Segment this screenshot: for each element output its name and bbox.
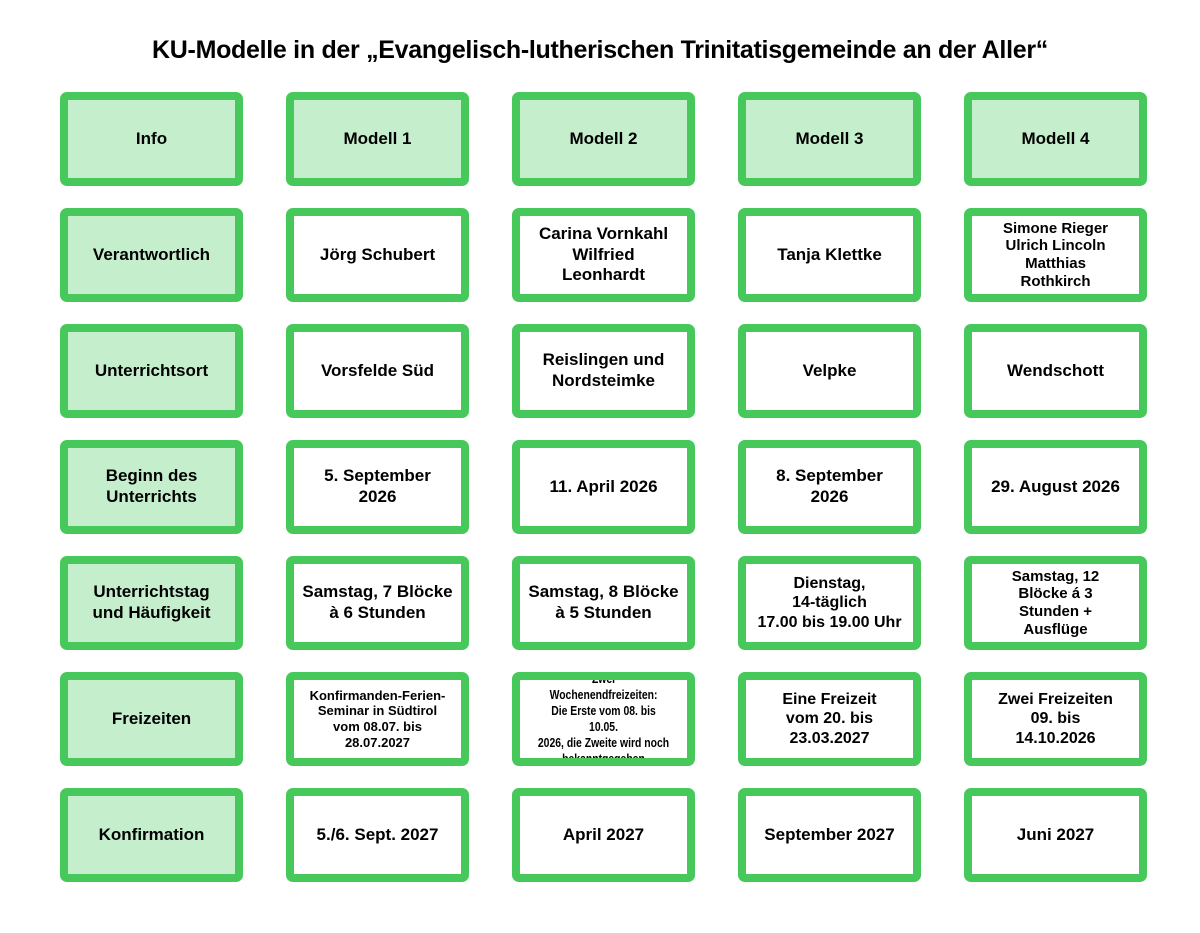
cell-unterrichtstag-m4: Samstag, 12 Blöcke á 3 Stunden + Ausflüg… bbox=[964, 556, 1147, 650]
cell-beginn-m1: 5. September 2026 bbox=[286, 440, 469, 534]
cell-beginn-m2: 11. April 2026 bbox=[512, 440, 695, 534]
cell-unterrichtstag-m2: Samstag, 8 Blöcke à 5 Stunden bbox=[512, 556, 695, 650]
cell-modell-1-header: Modell 1 bbox=[286, 92, 469, 186]
cell-freizeiten-label: Freizeiten bbox=[60, 672, 243, 766]
cell-verantwortlich-m3: Tanja Klettke bbox=[738, 208, 921, 302]
cell-freizeiten-m3: Eine Freizeit vom 20. bis 23.03.2027 bbox=[738, 672, 921, 766]
cell-modell-2-header: Modell 2 bbox=[512, 92, 695, 186]
cell-konfirmation-label: Konfirmation bbox=[60, 788, 243, 882]
cell-unterrichtstag-m3: Dienstag, 14-täglich 17.00 bis 19.00 Uhr bbox=[738, 556, 921, 650]
cell-unterrichtsort-m2: Reislingen und Nordsteimke bbox=[512, 324, 695, 418]
cell-unterrichtsort-m4: Wendschott bbox=[964, 324, 1147, 418]
cell-beginn-m3: 8. September 2026 bbox=[738, 440, 921, 534]
cell-unterrichtsort-label: Unterrichtsort bbox=[60, 324, 243, 418]
cell-konfirmation-m2: April 2027 bbox=[512, 788, 695, 882]
cell-freizeiten-m1: Konfirmanden-Ferien- Seminar in Südtirol… bbox=[286, 672, 469, 766]
cell-modell-4-header: Modell 4 bbox=[964, 92, 1147, 186]
cell-verantwortlich-m1: Jörg Schubert bbox=[286, 208, 469, 302]
cell-konfirmation-m1: 5./6. Sept. 2027 bbox=[286, 788, 469, 882]
ku-modelle-table: Info Modell 1 Modell 2 Modell 3 Modell 4… bbox=[60, 92, 1147, 882]
cell-freizeiten-m2-text: Zwei Wochenendfreizeiten: Die Erste vom … bbox=[537, 672, 670, 766]
cell-verantwortlich-m4: Simone Rieger Ulrich Lincoln Matthias Ro… bbox=[964, 208, 1147, 302]
cell-verantwortlich-label: Verantwortlich bbox=[60, 208, 243, 302]
page-title: KU-Modelle in der „Evangelisch-lutherisc… bbox=[152, 36, 1048, 64]
cell-freizeiten-m4: Zwei Freizeiten 09. bis 14.10.2026 bbox=[964, 672, 1147, 766]
cell-unterrichtsort-m3: Velpke bbox=[738, 324, 921, 418]
cell-unterrichtstag-m1: Samstag, 7 Blöcke à 6 Stunden bbox=[286, 556, 469, 650]
cell-modell-3-header: Modell 3 bbox=[738, 92, 921, 186]
cell-konfirmation-m4: Juni 2027 bbox=[964, 788, 1147, 882]
cell-unterrichtstag-label: Unterrichtstag und Häufigkeit bbox=[60, 556, 243, 650]
cell-beginn-m4: 29. August 2026 bbox=[964, 440, 1147, 534]
cell-unterrichtsort-m1: Vorsfelde Süd bbox=[286, 324, 469, 418]
cell-konfirmation-m3: September 2027 bbox=[738, 788, 921, 882]
cell-info-header: Info bbox=[60, 92, 243, 186]
cell-beginn-label: Beginn des Unterrichts bbox=[60, 440, 243, 534]
cell-verantwortlich-m2: Carina Vornkahl Wilfried Leonhardt bbox=[512, 208, 695, 302]
cell-freizeiten-m2: Zwei Wochenendfreizeiten: Die Erste vom … bbox=[512, 672, 695, 766]
